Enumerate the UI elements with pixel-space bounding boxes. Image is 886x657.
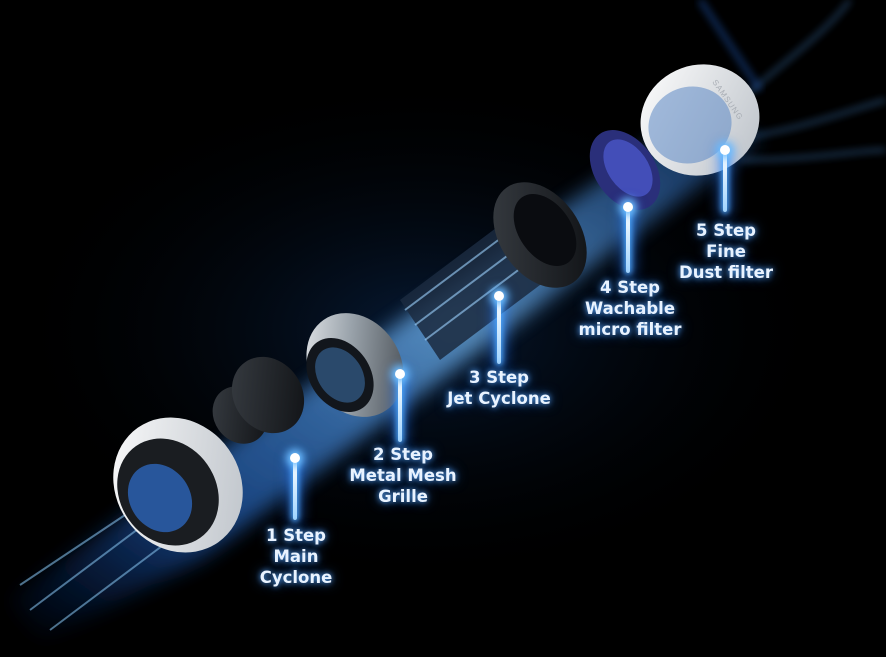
- micro-filter-part: [589, 130, 661, 210]
- step2-number: 2 Step: [373, 445, 433, 464]
- step2-label: 2 Step Metal Mesh Grille: [349, 444, 456, 507]
- step2-line2: Grille: [378, 487, 428, 506]
- step5-line2: Dust filter: [679, 263, 773, 282]
- step1-pointer: [293, 458, 297, 520]
- step5-dot: [720, 145, 730, 155]
- step2-dot: [395, 369, 405, 379]
- step3-number: 3 Step: [468, 368, 529, 387]
- step4-line1: Wachable: [584, 299, 676, 318]
- step2-line1: Metal Mesh: [349, 466, 457, 485]
- step5-label: 5 Step Fine Dust filter: [679, 220, 773, 283]
- step1-line1: Main: [273, 547, 319, 566]
- step3-label: 3 Step Jet Cyclone: [447, 367, 551, 409]
- step3-line1: Jet Cyclone: [447, 389, 551, 408]
- step1-number: 1 Step: [265, 526, 326, 545]
- main-cyclone-part: [113, 356, 305, 553]
- step4-line2: micro filter: [578, 320, 682, 339]
- step4-label: 4 Step Wachable micro filter: [579, 277, 682, 340]
- step2-pointer: [398, 374, 402, 442]
- step3-pointer: [497, 296, 501, 364]
- step5-pointer: [723, 150, 727, 212]
- step5-number: 5 Step: [696, 221, 756, 240]
- step3-dot: [494, 291, 504, 301]
- step4-dot: [623, 202, 633, 212]
- metal-mesh-grille-part: [306, 313, 404, 417]
- jet-cyclone-part: [400, 182, 587, 360]
- step1-line2: Cyclone: [259, 568, 333, 587]
- step4-pointer: [626, 207, 630, 273]
- step4-number: 4 Step: [599, 278, 660, 297]
- step1-dot: [290, 453, 300, 463]
- step1-label: 1 Step Main Cyclone: [260, 525, 333, 588]
- step5-line1: Fine: [706, 242, 746, 261]
